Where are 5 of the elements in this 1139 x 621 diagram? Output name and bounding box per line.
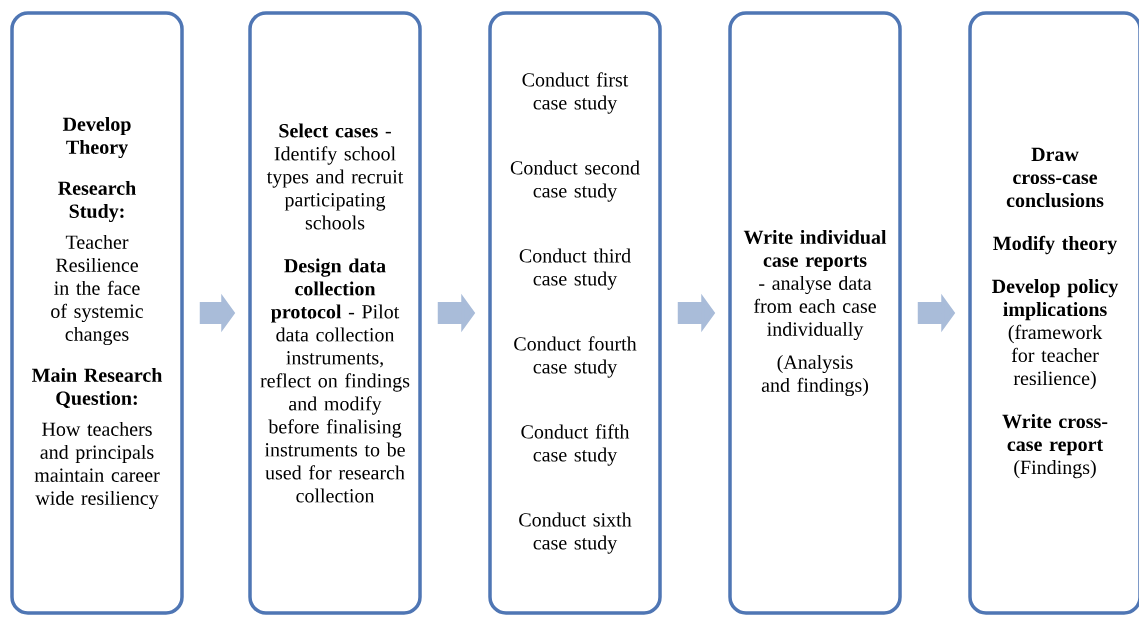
- process-box: Conduct first case study Conduct second case study Conduct third case study Conduct fourth case study Conduct fifth case study Conduct sixth case study: [488, 11, 662, 615]
- process-box: Develop Theory Research Study: Teacher Resilience in the face of systemic changes Main Research Question: How teachers and principals maintain career wide resiliency: [10, 11, 184, 615]
- process-box: Draw cross-case conclusions Modify theory Develop policy implications (framework for teacher resilience) Write cross-case report (Findings): [968, 11, 1139, 615]
- process-box: Write individual case reports - analyse data from each case individually (Analysis and findings): [728, 11, 902, 615]
- process-box: Select cases - Identify school types and recruit participating schools Design data collection protocol - Pilot data collection instruments, reflect on findings and modify before finalising instruments to be used for research collection: [248, 11, 422, 615]
